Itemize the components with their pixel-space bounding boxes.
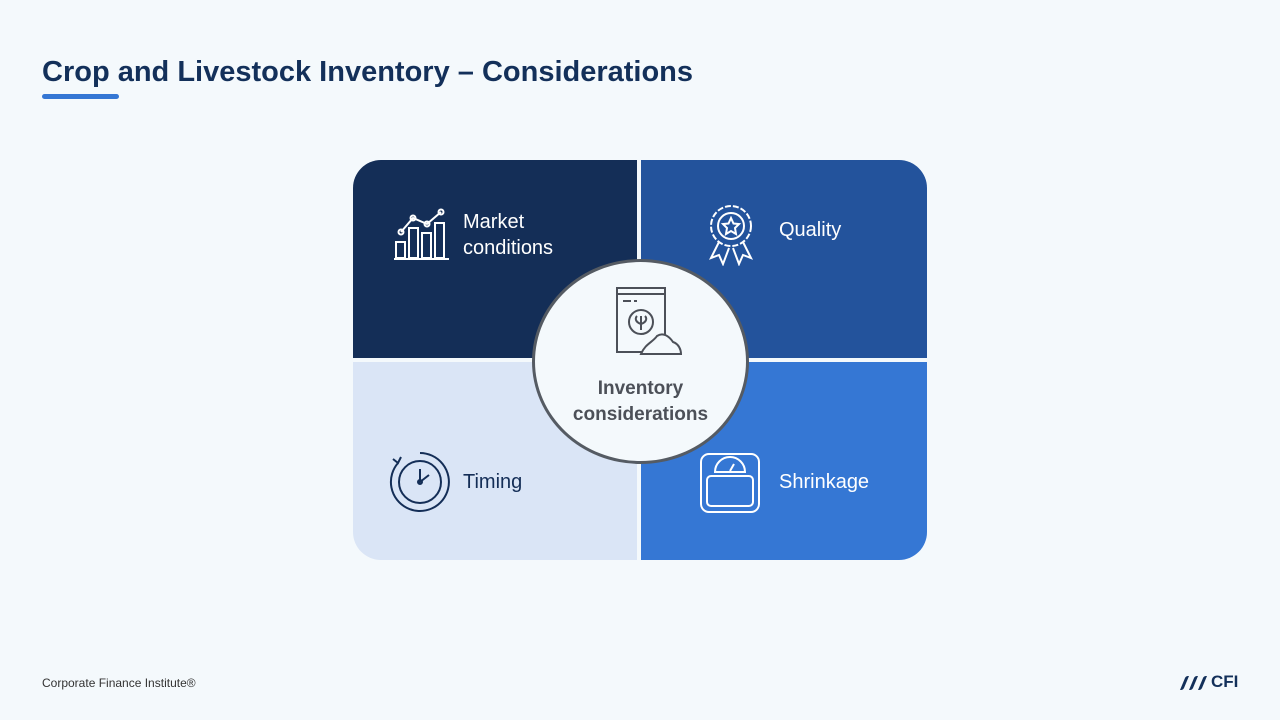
title-underline [42, 94, 119, 99]
page-title: Crop and Livestock Inventory – Considera… [42, 56, 694, 88]
footer-text: Corporate Finance Institute® [42, 676, 196, 690]
clock-icon [389, 452, 450, 512]
bar-chart-icon [394, 208, 449, 260]
logo-text: CFI [1211, 672, 1239, 691]
label-market-conditions: Market conditions [463, 211, 554, 259]
label-timing: Timing [463, 471, 523, 493]
center-label: Inventory considerations [572, 378, 709, 425]
scale-icon [700, 453, 760, 513]
cfi-logo-icon [1180, 676, 1207, 690]
quadrant-market-conditions: Market conditions [353, 160, 637, 358]
center-circle: Inventory considerations [532, 259, 749, 464]
award-ribbon-icon [708, 205, 754, 266]
label-shrinkage: Shrinkage [779, 471, 870, 493]
cfi-logo: CFI [1178, 672, 1238, 692]
seed-bag-icon [616, 287, 683, 355]
label-quality: Quality [779, 219, 842, 241]
